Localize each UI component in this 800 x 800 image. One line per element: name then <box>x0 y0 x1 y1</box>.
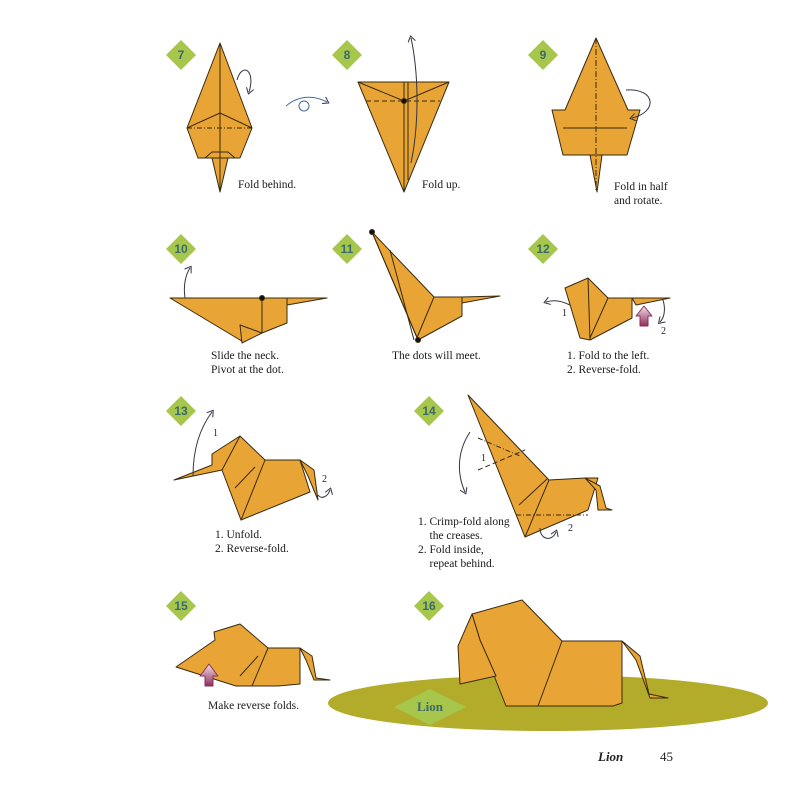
step-badge-14: 14 <box>414 396 444 426</box>
step-badge-9: 9 <box>528 40 558 70</box>
step-number: 16 <box>422 599 436 613</box>
step-13-caption: 1. Unfold. 2. Reverse-fold. <box>215 529 289 555</box>
svg-text:2: 2 <box>661 326 666 337</box>
step-12-caption: 1. Fold to the left. 2. Reverse-fold. <box>567 350 650 376</box>
step-badge-16: 16 <box>414 591 444 621</box>
step-15-caption: Make reverse folds. <box>208 700 300 712</box>
step-14-caption: 1. Crimp-fold along the creases. 2. Fold… <box>418 516 510 570</box>
step-11-caption: The dots will meet. <box>392 350 481 362</box>
step-9-model <box>551 37 641 193</box>
step-badge-12: 12 <box>528 234 558 264</box>
step-badge-10: 10 <box>166 234 196 264</box>
page-number: 45 <box>660 749 673 764</box>
step-number: 10 <box>174 242 188 256</box>
step-badge-7: 7 <box>166 40 196 70</box>
fold-arrow-icon <box>236 69 251 92</box>
svg-text:2: 2 <box>322 474 327 485</box>
step-13-model <box>173 435 319 521</box>
step-10-model <box>169 295 328 344</box>
step-8-caption: Fold up. <box>422 179 461 191</box>
step-8-model <box>357 81 450 193</box>
step-number: 13 <box>174 404 188 418</box>
step-12-model <box>564 277 671 341</box>
step-badge-11: 11 <box>332 234 362 264</box>
svg-text:1: 1 <box>562 308 567 319</box>
step-15-model <box>175 623 331 687</box>
step-number: 8 <box>343 48 351 62</box>
step-number: 14 <box>422 404 436 418</box>
result-label: Lion <box>416 699 443 714</box>
push-arrow-icon <box>635 305 653 327</box>
svg-text:2: 2 <box>568 523 573 534</box>
step-number: 15 <box>174 599 188 613</box>
step-badge-8: 8 <box>332 40 362 70</box>
result-label-badge: Lion <box>394 689 466 725</box>
turn-over-icon <box>285 97 327 112</box>
push-arrow-icon <box>199 663 219 687</box>
step-badge-13: 13 <box>166 396 196 426</box>
step-14-model <box>467 394 613 538</box>
step-16-lion-model <box>457 599 669 707</box>
svg-text:1: 1 <box>213 428 218 439</box>
step-7-caption: Fold behind. <box>238 179 297 191</box>
step-10-caption: Slide the neck. Pivot at the dot. <box>211 350 284 376</box>
step-number: 7 <box>177 48 185 62</box>
fold-sequence-labels: 1 2 1 2 1 2 <box>213 308 666 534</box>
step-number: 12 <box>536 242 550 256</box>
step-9-caption: Fold in half and rotate. <box>614 181 668 207</box>
step-7-model <box>186 42 253 193</box>
step-badge-15: 15 <box>166 591 196 621</box>
svg-text:1: 1 <box>481 453 486 464</box>
footer-title: Lion <box>598 749 624 764</box>
step-11-model <box>369 229 501 343</box>
step-number: 9 <box>539 48 547 62</box>
step-number: 11 <box>340 242 354 256</box>
